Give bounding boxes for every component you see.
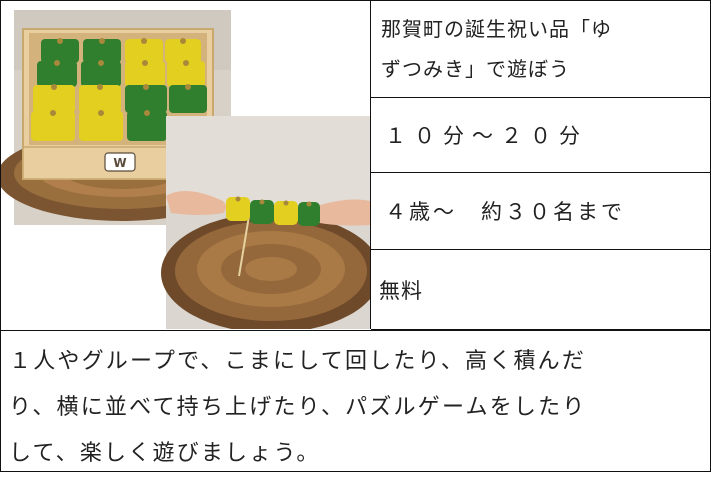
- photo-cell: W: [1, 1, 371, 329]
- event-title-line-2: ずつみき」で遊ぼう: [381, 57, 570, 81]
- description-line-2: り、横に並べて持ち上げたり、パズルゲームをしたり: [9, 395, 587, 420]
- right-finger: [307, 199, 370, 226]
- box-logo: W: [113, 156, 126, 170]
- skewer-photo: [161, 116, 370, 329]
- description-line-3: して、楽しく遊びましょう。: [9, 441, 321, 466]
- event-title: 那賀町の誕生祝い品「ゆ ずつみき」で遊ぼう: [371, 1, 710, 98]
- event-duration: １０分～２０分: [371, 98, 710, 173]
- box-photo: W: [1, 10, 247, 225]
- product-photos: W: [1, 10, 370, 329]
- event-age-capacity: ４歳～ 約３０名まで: [371, 173, 710, 250]
- description-line-1: １人やグループで、こまにして回したり、高く積んだ: [9, 349, 587, 374]
- left-finger: [166, 191, 226, 215]
- event-price: 無料: [371, 250, 710, 330]
- event-title-line-1: 那賀町の誕生祝い品「ゆ: [381, 17, 612, 41]
- event-description: １人やグループで、こまにして回したり、高く積んだ り、横に並べて持ち上げたり、パ…: [1, 330, 710, 471]
